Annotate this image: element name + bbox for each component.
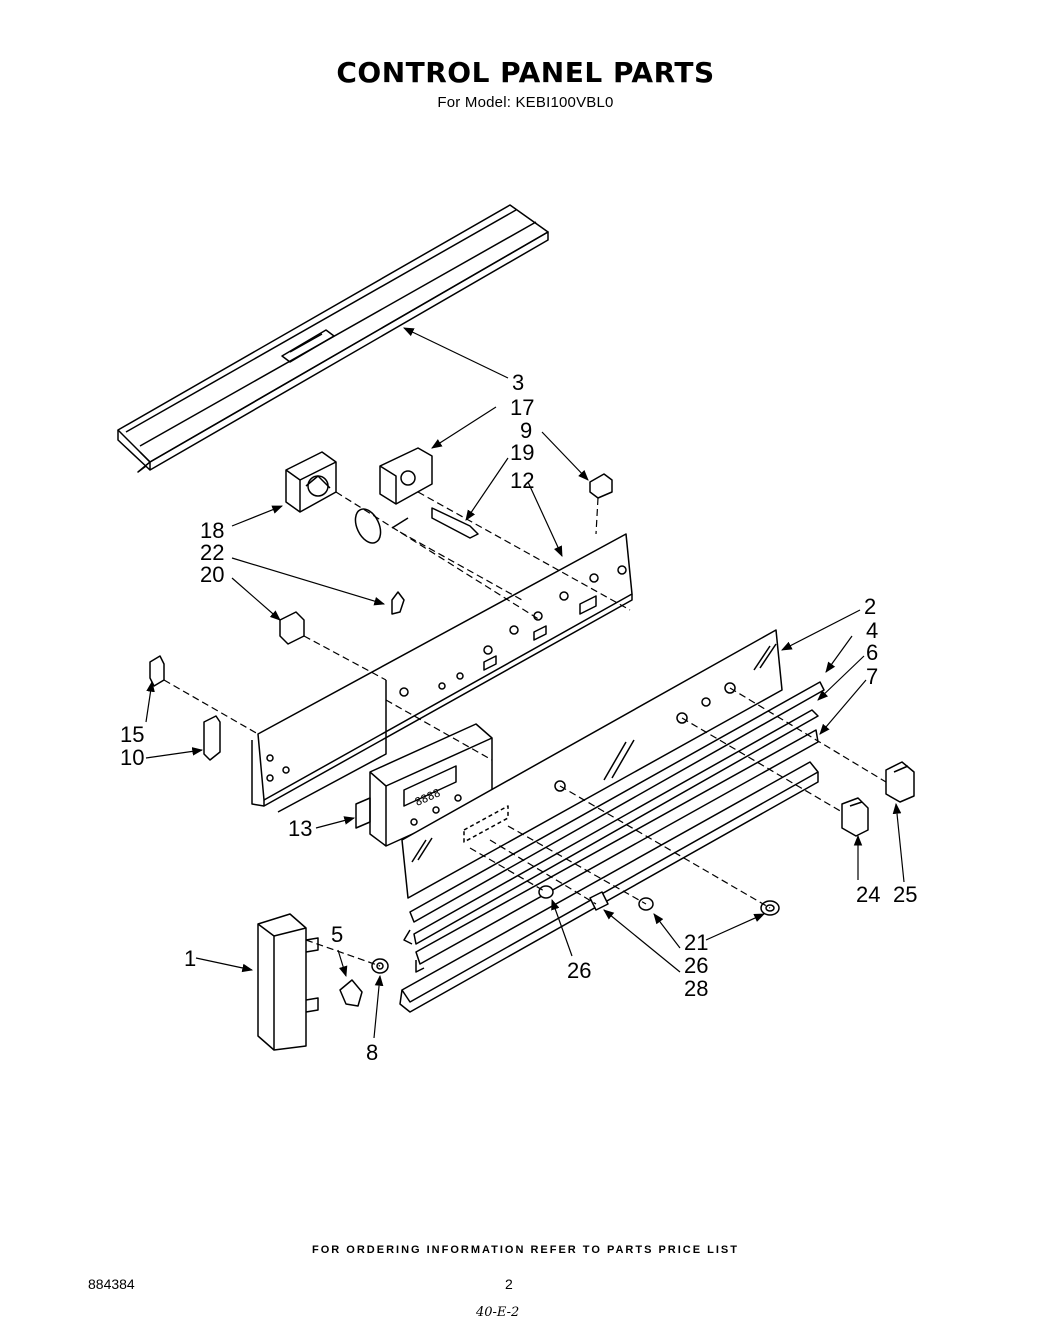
control-knob-24-part — [841, 797, 869, 837]
callout-3: 3 — [512, 370, 524, 395]
small-bracket-part — [149, 655, 165, 687]
knob-cap-part — [589, 473, 613, 499]
callout-17: 17 — [510, 395, 534, 420]
callout-20: 20 — [200, 562, 224, 587]
page-title: CONTROL PANEL PARTS — [336, 56, 715, 89]
callout-25: 25 — [893, 882, 917, 907]
button-28-part — [589, 891, 609, 911]
callout-7: 7 — [866, 664, 878, 689]
callout-26-left: 26 — [567, 958, 591, 983]
callout-24: 24 — [856, 882, 880, 907]
ring-part — [354, 508, 382, 544]
button-26-left-part — [538, 885, 554, 899]
handwritten-note: 40-E-2 — [476, 1305, 520, 1320]
glass-front-panel-part — [401, 629, 783, 899]
callout-26-right: 26 — [684, 953, 708, 978]
electronic-control-part — [355, 723, 493, 847]
callout-4: 4 — [866, 618, 878, 643]
callout-2: 2 — [864, 594, 876, 619]
callout-22: 22 — [200, 540, 224, 565]
callout-12: 12 — [510, 468, 534, 493]
control-knob-25-part — [885, 761, 915, 803]
callout-6: 6 — [866, 640, 878, 665]
callout-13: 13 — [288, 816, 312, 841]
callout-5: 5 — [331, 922, 343, 947]
switch-housing-part — [285, 451, 337, 513]
callout-10: 10 — [120, 745, 144, 770]
small-knob-part — [339, 979, 363, 1007]
callout-19: 19 — [510, 440, 534, 465]
selector-switch-part — [379, 447, 433, 505]
switch-bracket-part — [279, 611, 305, 645]
rear-control-panel-part — [251, 533, 633, 813]
washer-part — [371, 958, 389, 974]
callout-9: 9 — [520, 418, 532, 443]
sensor-probe-part — [431, 507, 479, 539]
top-bracket-part — [117, 204, 549, 473]
callout-18: 18 — [200, 518, 224, 543]
callout-21: 21 — [684, 930, 708, 955]
callout-28: 28 — [684, 976, 708, 1001]
ordering-note: FOR ORDERING INFORMATION REFER TO PARTS … — [312, 1244, 739, 1256]
callout-8: 8 — [366, 1040, 378, 1065]
model-subtitle: For Model: KEBI100VBL0 — [437, 94, 614, 111]
trim-strips-part — [399, 681, 825, 1013]
mounting-bracket-part — [203, 715, 221, 761]
end-cap-part — [257, 913, 319, 1051]
callout-15: 15 — [120, 722, 144, 747]
page-number: 2 — [505, 1276, 513, 1292]
callout-1: 1 — [184, 946, 196, 971]
document-number: 884384 — [88, 1276, 135, 1292]
clip-part — [391, 591, 405, 615]
